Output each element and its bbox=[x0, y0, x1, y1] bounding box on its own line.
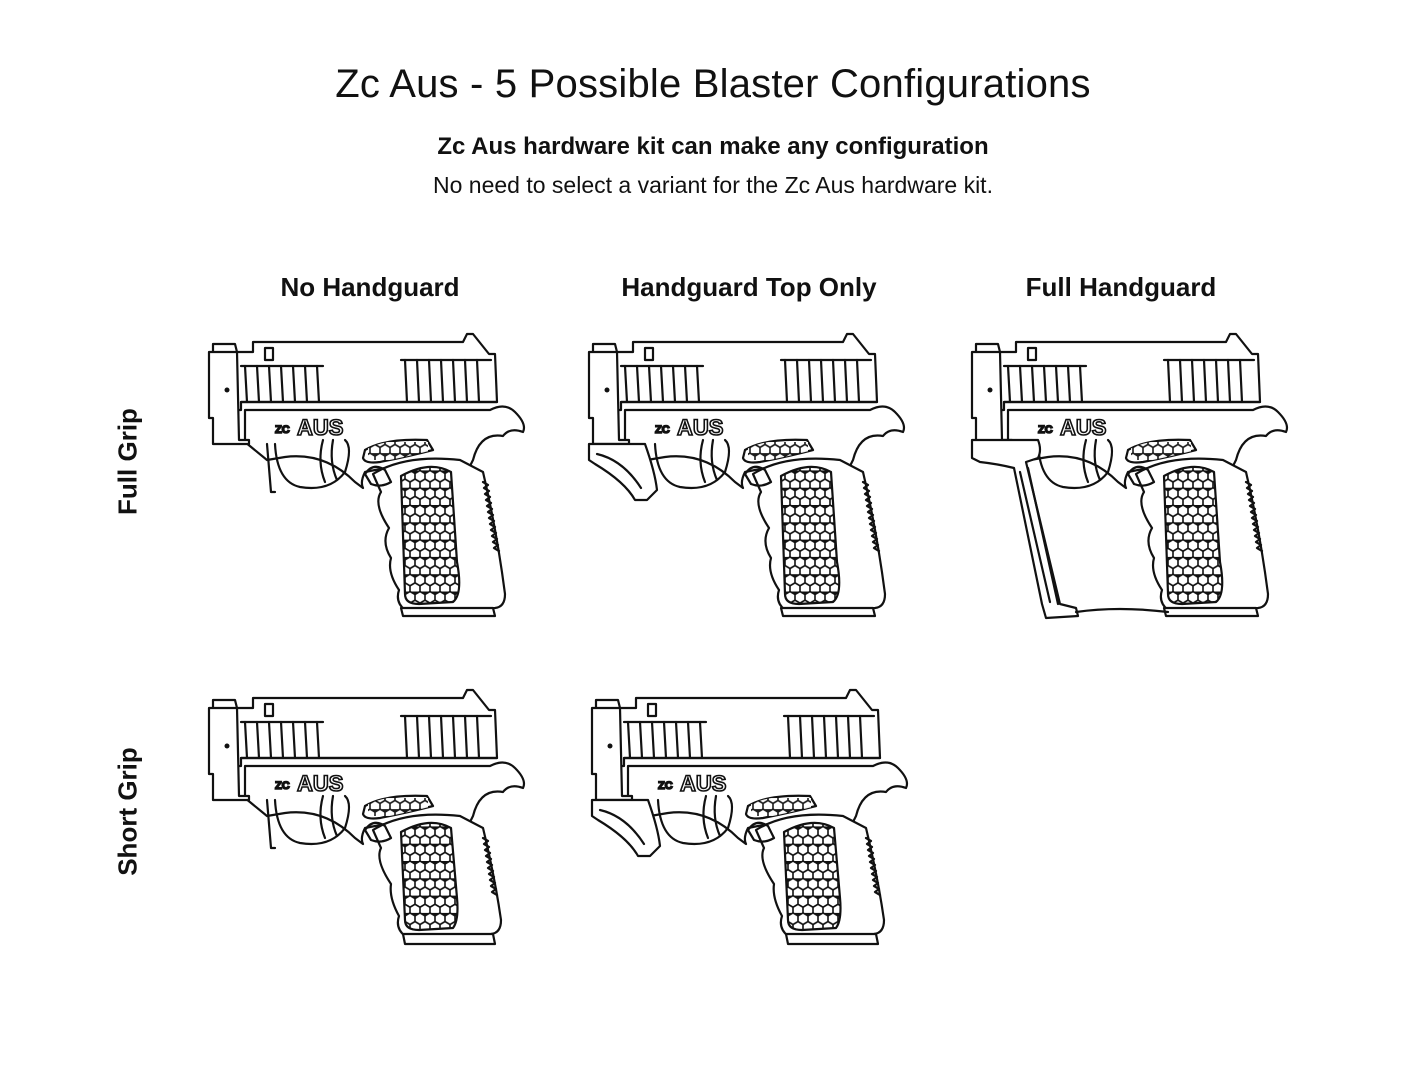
logo-large: AUS bbox=[297, 771, 343, 796]
logo-small: ZC bbox=[275, 424, 290, 436]
blaster-full-grip-handguard-top: ZC AUS bbox=[585, 332, 915, 632]
page-note: No need to select a variant for the Zc A… bbox=[433, 172, 993, 198]
blaster-drawing: ZC AUS bbox=[205, 332, 535, 627]
logo-small: ZC bbox=[655, 424, 670, 436]
logo-large: AUS bbox=[677, 415, 723, 440]
column-heading-handguard-top: Handguard Top Only bbox=[621, 272, 877, 302]
logo-small: ZC bbox=[1038, 424, 1053, 436]
logo-small: ZC bbox=[275, 780, 290, 792]
logo-large: AUS bbox=[680, 771, 726, 796]
logo-large: AUS bbox=[1060, 415, 1106, 440]
row-heading-full-grip: Full Grip bbox=[112, 408, 143, 515]
column-heading-no-handguard: No Handguard bbox=[280, 272, 460, 302]
blaster-full-grip-no-handguard: ZC AUS bbox=[205, 332, 535, 632]
blaster-drawing: ZC AUS bbox=[205, 688, 535, 958]
blaster-short-grip-handguard-top: ZC AUS bbox=[588, 688, 918, 963]
row-heading-short-grip: Short Grip bbox=[112, 747, 143, 876]
blaster-drawing: ZC AUS bbox=[587, 332, 915, 627]
blaster-drawing: ZC AUS bbox=[970, 332, 1298, 620]
blaster-full-grip-full-handguard: ZC AUS bbox=[968, 332, 1298, 632]
blaster-drawing: ZC AUS bbox=[590, 688, 918, 958]
blaster-short-grip-no-handguard: ZC AUS bbox=[205, 688, 535, 963]
page-title: Zc Aus - 5 Possible Blaster Configuratio… bbox=[335, 62, 1091, 106]
logo-large: AUS bbox=[297, 415, 343, 440]
column-heading-full-handguard: Full Handguard bbox=[1025, 272, 1217, 302]
logo-small: ZC bbox=[658, 780, 673, 792]
page-subtitle: Zc Aus hardware kit can make any configu… bbox=[437, 133, 989, 160]
